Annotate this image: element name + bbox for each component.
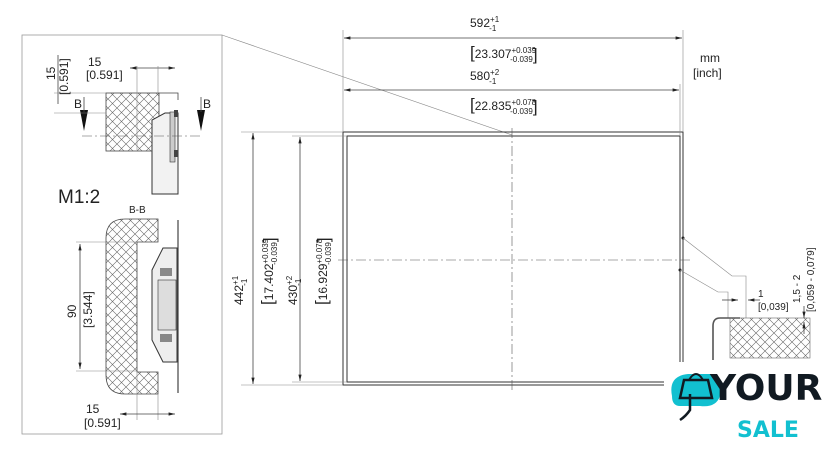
section-height-mm: 90 [65, 304, 79, 318]
outer-height-dim: 442+1-1 [231, 275, 249, 305]
edge-depth-inch: [0,059 - 0,079] [806, 247, 817, 312]
edge-depth-mm: 1,5 - 2 [792, 274, 803, 303]
outer-height-inch: [17.402+0.039-0.039] [258, 237, 279, 305]
unit-inch: [inch] [693, 66, 722, 80]
section-height-inch: [3.544] [81, 291, 95, 328]
height-dimension-lines [241, 131, 347, 386]
inner-height-dim: 430+2-1 [285, 275, 303, 305]
top-vertical-dim-mm: 15 [44, 66, 58, 80]
bottom-dim-mm: 15 [86, 402, 100, 416]
logo-your: YOUR [709, 368, 822, 409]
edge-gap-inch: [0,039] [758, 302, 789, 313]
outer-width-dim: 592+1-1 [470, 15, 500, 33]
inner-width-inch: [22.835+0.078-0.039] [470, 95, 538, 116]
unit-mm: mm [700, 51, 720, 65]
scale-label: M1:2 [58, 187, 100, 208]
top-horizontal-dim-mm: 15 [88, 55, 102, 69]
section-label: B-B [129, 205, 146, 216]
your-sale-logo: YOUR SALE [664, 362, 834, 446]
section-marker-right: B [203, 97, 211, 111]
bottom-dim-inch: [0.591] [84, 416, 121, 430]
section-marker-left: B [74, 97, 82, 111]
inner-width-dim: 580+2-1 [470, 68, 500, 86]
inner-height-inch: [16.929+0.078-0.039] [312, 237, 333, 305]
outer-width-inch: [23.307+0.039-0.039] [470, 43, 538, 64]
top-vertical-dim-inch: [0.591] [57, 58, 71, 95]
edge-gap-mm: 1 [758, 289, 764, 300]
panel-outline [338, 128, 692, 392]
width-dimension-lines [342, 30, 684, 136]
detail-frame [21, 34, 513, 435]
section-bb-view [76, 218, 179, 420]
edge-detail [678, 236, 811, 360]
top-horizontal-dim-inch: [0.591] [86, 68, 123, 82]
detail-top-view [54, 55, 205, 195]
logo-sale: SALE [737, 418, 799, 443]
